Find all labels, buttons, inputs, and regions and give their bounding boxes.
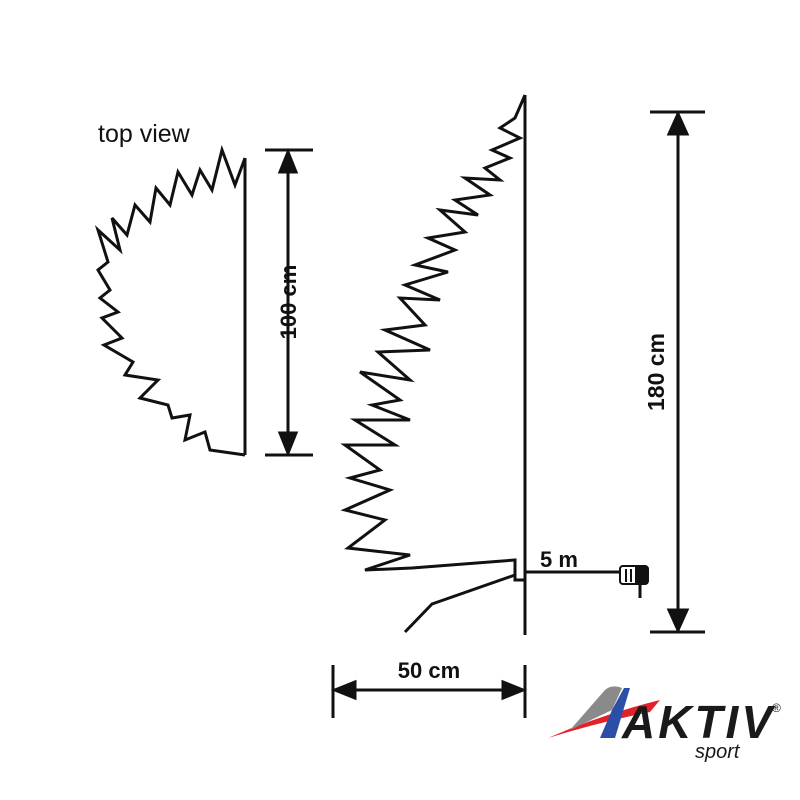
depth-label: 50 cm [398, 658, 460, 683]
top-view-label: top view [98, 120, 191, 148]
depth-dimension-arrow [330, 665, 528, 718]
width-dimension-arrow [265, 147, 313, 458]
height-dimension-arrow [650, 110, 705, 634]
height-label: 180 cm [643, 333, 669, 411]
registered-mark: ® [772, 701, 781, 715]
width-label: 100 cm [276, 265, 301, 340]
power-adapter-icon [619, 565, 649, 598]
logo-sub-text: sport [695, 741, 741, 763]
logo-brand-text: AKTIV [621, 696, 775, 748]
top-view-tree-outline [94, 144, 247, 457]
side-view-tree-outline [340, 94, 620, 635]
aktiv-sport-logo: AKTIV ® sport [548, 686, 781, 763]
cable-length-label: 5 m [540, 547, 578, 572]
